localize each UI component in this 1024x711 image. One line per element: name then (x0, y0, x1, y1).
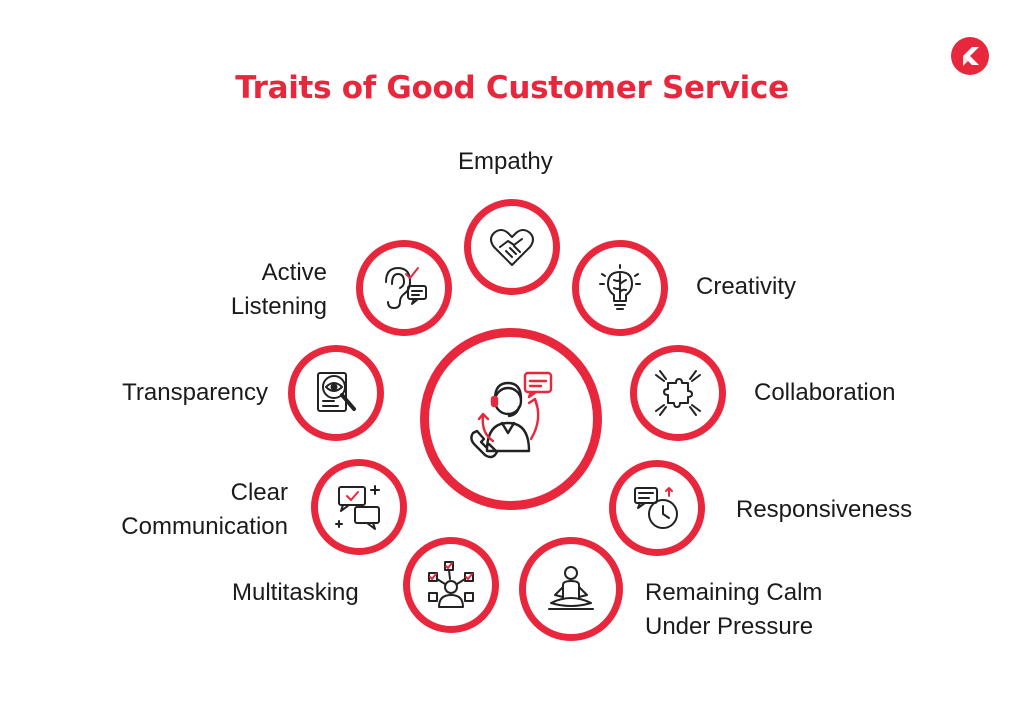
trait-label-empathy: Empathy (458, 148, 553, 175)
page-title: Traits of Good Customer Service (235, 70, 789, 106)
trait-label-responsiveness: Responsiveness (736, 496, 913, 523)
puzzle-hands-icon (655, 370, 701, 416)
heart-handshake-icon (490, 229, 534, 266)
trait-node-multitasking (403, 537, 499, 633)
brand-logo (951, 37, 989, 75)
trait-node-remaining-calm (519, 537, 623, 641)
trait-node-active-listening (356, 240, 452, 336)
trait-label-active-listening: Active Listening (230, 259, 327, 320)
trait-label-creativity: Creativity (696, 273, 797, 300)
chat-clock-icon (634, 487, 678, 529)
trait-node-empathy (464, 199, 560, 295)
brand-logo-icon (963, 47, 979, 66)
ear-chat-icon (385, 267, 427, 309)
meditation-icon (548, 566, 594, 610)
trait-label-collaboration: Collaboration (754, 379, 896, 406)
trait-label-remaining-calm: Remaining Calm Under Pressure (645, 579, 823, 640)
customer-support-agent-icon (470, 371, 553, 459)
person-tasks-icon (428, 561, 474, 608)
chat-bubbles-icon (335, 485, 380, 530)
document-magnifier-icon (317, 372, 356, 412)
trait-node-creativity (572, 240, 668, 336)
trait-node-transparency (288, 345, 384, 441)
trait-label-transparency: Transparency (122, 379, 268, 406)
trait-node-collaboration (630, 345, 726, 441)
trait-node-responsiveness (609, 460, 705, 556)
trait-label-clear-communication: Clear Communication (121, 479, 288, 540)
trait-node-clear-communication (311, 459, 407, 555)
trait-label-multitasking: Multitasking (232, 579, 359, 606)
lightbulb-brain-icon (599, 264, 641, 310)
center-node (420, 328, 602, 510)
